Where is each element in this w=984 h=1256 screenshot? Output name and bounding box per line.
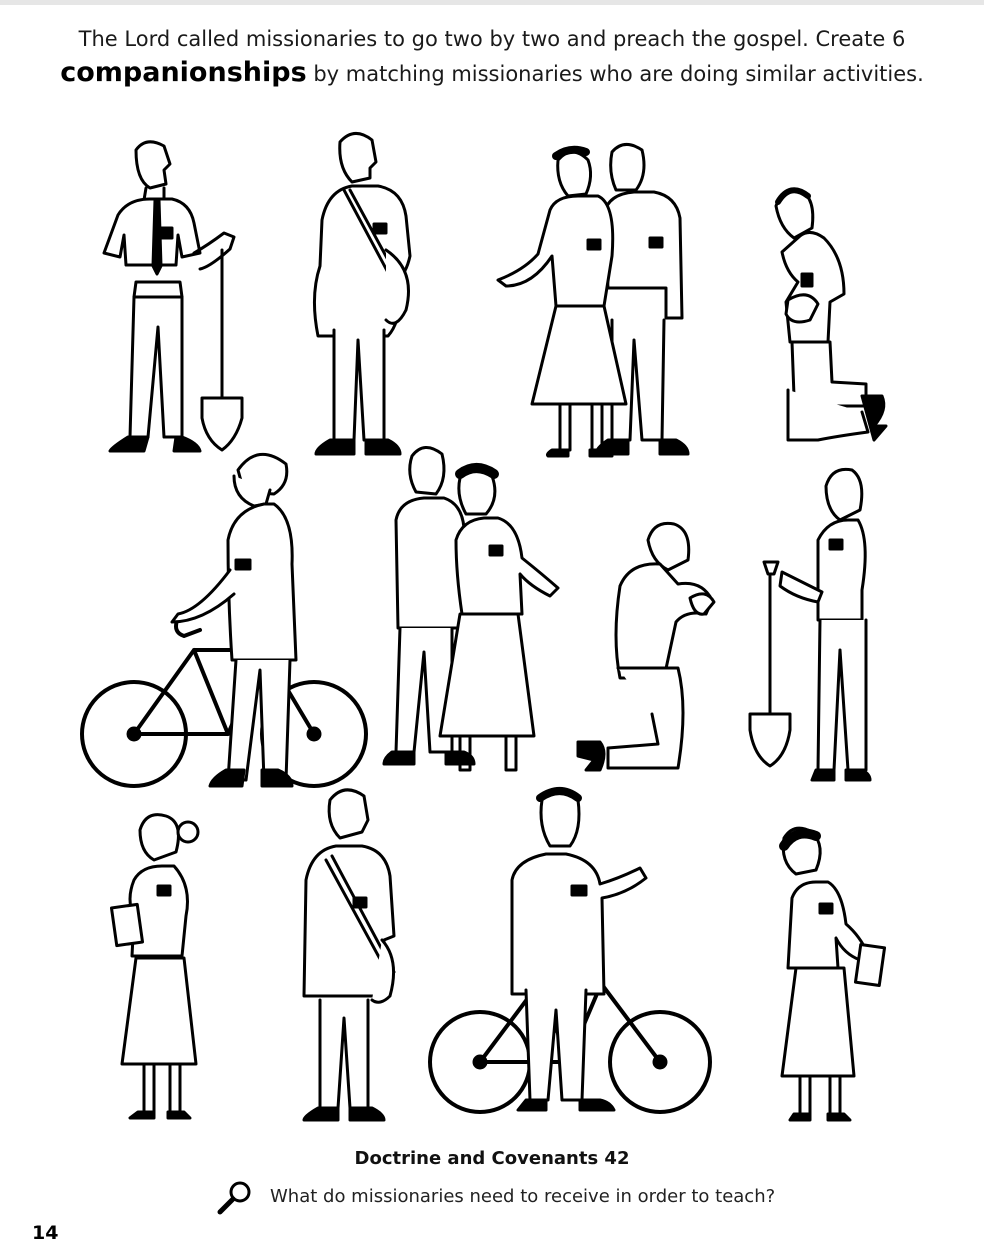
study-question: What do missionaries need to receive in … <box>270 1186 776 1207</box>
instructions: The Lord called missionaries to go two b… <box>40 22 944 91</box>
missionary-praying-2[interactable] <box>576 521 716 772</box>
missionary-book-2[interactable] <box>779 826 887 1122</box>
missionary-praying-1[interactable] <box>774 187 888 442</box>
missionary-bicycle-1[interactable] <box>80 453 368 788</box>
missionary-bicycle-2[interactable] <box>428 787 712 1114</box>
missionary-satchel-1[interactable] <box>312 132 412 456</box>
missionary-shovel-2[interactable] <box>748 467 872 782</box>
instructions-line-1: The Lord called missionaries to go two b… <box>78 27 906 51</box>
magnifying-glass-icon <box>214 1180 254 1216</box>
missionary-book-1[interactable] <box>109 813 200 1120</box>
instructions-line-2: companionships by matching missionaries … <box>40 56 944 91</box>
instructions-line-2-rest: by matching missionaries who are doing s… <box>306 62 924 86</box>
scripture-reference: Doctrine and Covenants 42 <box>354 1148 630 1169</box>
missionary-satchel-2[interactable] <box>302 788 396 1122</box>
missionary-shovel-1[interactable] <box>102 140 244 453</box>
page-top-edge <box>0 0 984 5</box>
page-number: 14 <box>32 1222 59 1244</box>
instructions-bold-word: companionships <box>60 57 307 88</box>
missionary-couple-2[interactable] <box>382 446 560 772</box>
missionary-couple-1[interactable] <box>496 143 690 458</box>
